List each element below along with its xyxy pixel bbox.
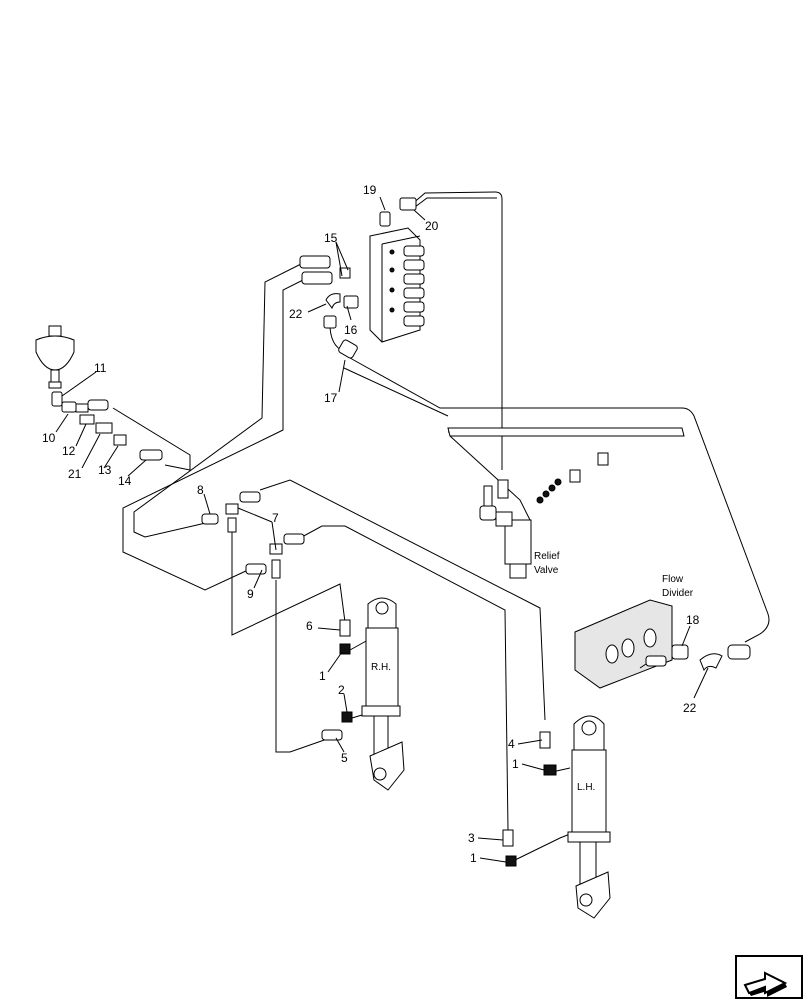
accumulator: [35, 325, 75, 389]
callout-18: 18: [686, 613, 700, 627]
lh-cylinder-label: L.H.: [577, 782, 595, 793]
hose-lines: [112, 191, 770, 861]
callout-5: 5: [341, 751, 348, 765]
fittings: [201, 491, 557, 867]
callout-6: 6: [306, 619, 313, 633]
callout-2: 2: [338, 683, 345, 697]
rh-cylinder: [361, 597, 405, 791]
leader-lines: [55, 196, 709, 863]
callout-12: 12: [62, 444, 76, 458]
callout-3: 3: [468, 831, 475, 845]
relief-valve-label-line2: Valve: [534, 565, 559, 576]
callout-1-bottom: 1: [470, 851, 477, 865]
control-valve-block: [299, 197, 425, 359]
accumulator-fittings: [51, 391, 163, 461]
callout-4: 4: [508, 737, 515, 751]
callout-21: 21: [68, 467, 82, 481]
callout-17: 17: [324, 391, 338, 405]
callout-20: 20: [425, 219, 439, 233]
component-labels: Relief Valve Flow Divider R.H. L.H.: [371, 551, 694, 793]
callout-8: 8: [197, 483, 204, 497]
callout-11: 11: [94, 361, 107, 375]
callout-19: 19: [363, 183, 377, 197]
flow-divider: [574, 599, 751, 689]
callout-22-top: 22: [289, 307, 303, 321]
callout-1-rh: 1: [319, 669, 326, 683]
callout-10: 10: [42, 431, 56, 445]
arrow-next-icon[interactable]: [735, 955, 803, 999]
callout-14: 14: [118, 474, 132, 488]
relief-valve-label-line1: Relief: [534, 551, 560, 562]
callout-1-lh: 1: [512, 757, 519, 771]
callout-13: 13: [98, 463, 112, 477]
flow-divider-label-line1: Flow: [662, 574, 684, 585]
callout-9: 9: [247, 587, 254, 601]
callout-22-bottom: 22: [683, 701, 697, 715]
flow-divider-label-line2: Divider: [662, 588, 694, 599]
callout-7: 7: [272, 511, 279, 525]
callout-16: 16: [344, 323, 358, 337]
callout-15: 15: [324, 231, 338, 245]
relief-valve-assembly: [447, 427, 685, 579]
lh-cylinder: [567, 715, 611, 919]
callout-numbers: 19 20 15 22 16 17 11 10 12 21 13 14 8 7 …: [42, 183, 700, 865]
rh-cylinder-label: R.H.: [371, 662, 391, 673]
